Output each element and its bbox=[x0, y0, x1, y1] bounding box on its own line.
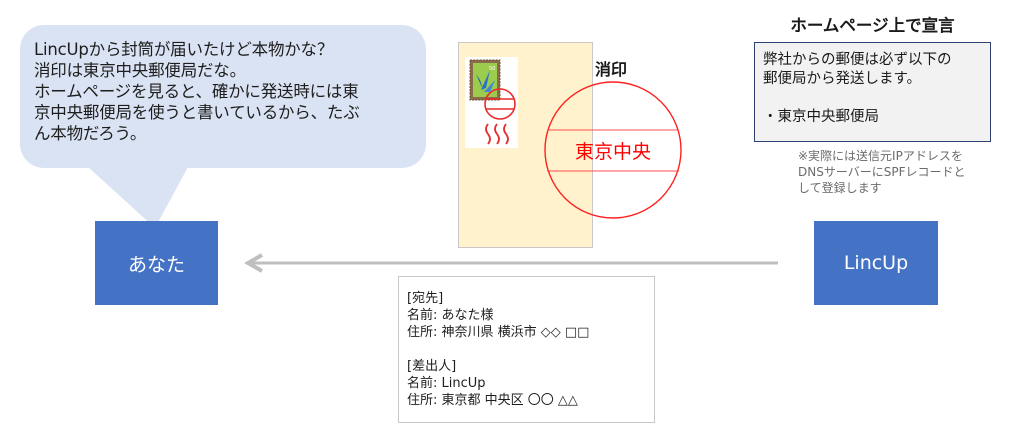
declaration-title: ホームページ上で宣言 bbox=[790, 16, 955, 35]
crane-stamp-icon: 50 bbox=[469, 59, 501, 101]
recipient-label: あなた bbox=[127, 253, 185, 276]
arrow-left-icon bbox=[243, 253, 778, 273]
small-postmark-icon bbox=[484, 88, 516, 145]
speech-bubble-text: LincUpから封筒が届いたけど本物かな？ 消印は東京中央郵便局だな。 ホームペ… bbox=[34, 40, 360, 143]
declaration-body: 弊社からの郵便は必ず以下の 郵便局から発送します。 ・東京中央郵便局 bbox=[763, 52, 952, 125]
postmark-label: 消印 bbox=[595, 60, 628, 79]
sender-label: LincUp bbox=[843, 252, 909, 274]
large-postmark-icon bbox=[544, 81, 682, 219]
address-label-text: [宛先] 名前: あなた様 住所: 神奈川県 横浜市 ◇◇ □□ [差出人] 名… bbox=[407, 291, 590, 408]
address-label: [宛先] 名前: あなた様 住所: 神奈川県 横浜市 ◇◇ □□ [差出人] 名… bbox=[398, 276, 655, 423]
recipient-box: あなた bbox=[95, 221, 218, 305]
svg-text:50: 50 bbox=[489, 66, 495, 72]
sender-box: LincUp bbox=[814, 221, 938, 305]
postmark-text: 東京中央 bbox=[574, 141, 651, 163]
spf-note: ※実際には送信元IPアドレスを DNSサーバーにSPFレコードと して登録します bbox=[798, 149, 966, 195]
declaration-box: 弊社からの郵便は必ず以下の 郵便局から発送します。 ・東京中央郵便局 bbox=[754, 42, 991, 142]
speech-bubble: LincUpから封筒が届いたけど本物かな？ 消印は東京中央郵便局だな。 ホームペ… bbox=[20, 25, 426, 168]
